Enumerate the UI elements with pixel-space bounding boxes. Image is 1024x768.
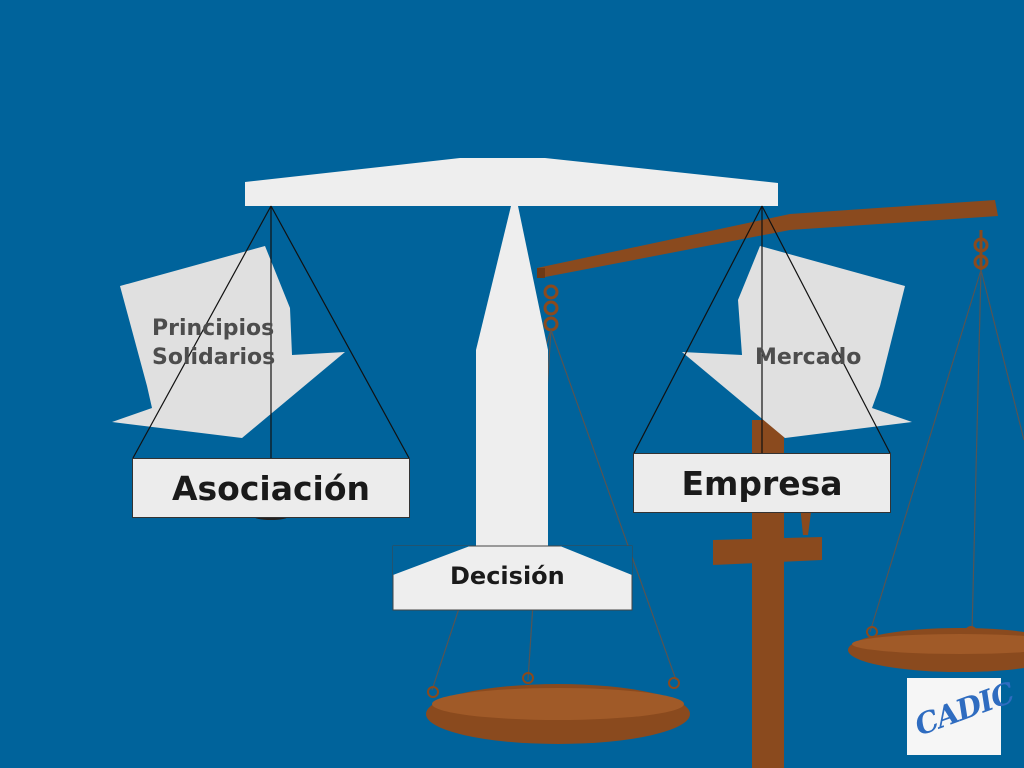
- decision-base-label: Decisión: [450, 562, 565, 590]
- principios-text: Principios: [152, 316, 275, 341]
- bronze-post-crossbar: [713, 537, 822, 565]
- white-pillar: [476, 206, 548, 552]
- cadic-logo: CADIC: [907, 676, 1018, 755]
- white-scale: [132, 158, 891, 611]
- white-base: [392, 545, 633, 611]
- white-beam: [245, 158, 778, 206]
- solidarios-text: Solidarios: [152, 345, 276, 370]
- empresa-pan-label: Empresa: [633, 453, 891, 513]
- mercado-label: Mercado: [755, 345, 862, 370]
- asociacion-pan-label: Asociación: [132, 458, 410, 518]
- principios-solidarios-label: Principios Solidarios: [152, 314, 275, 372]
- right-arrow: [682, 246, 912, 438]
- bronze-beam: [537, 200, 998, 278]
